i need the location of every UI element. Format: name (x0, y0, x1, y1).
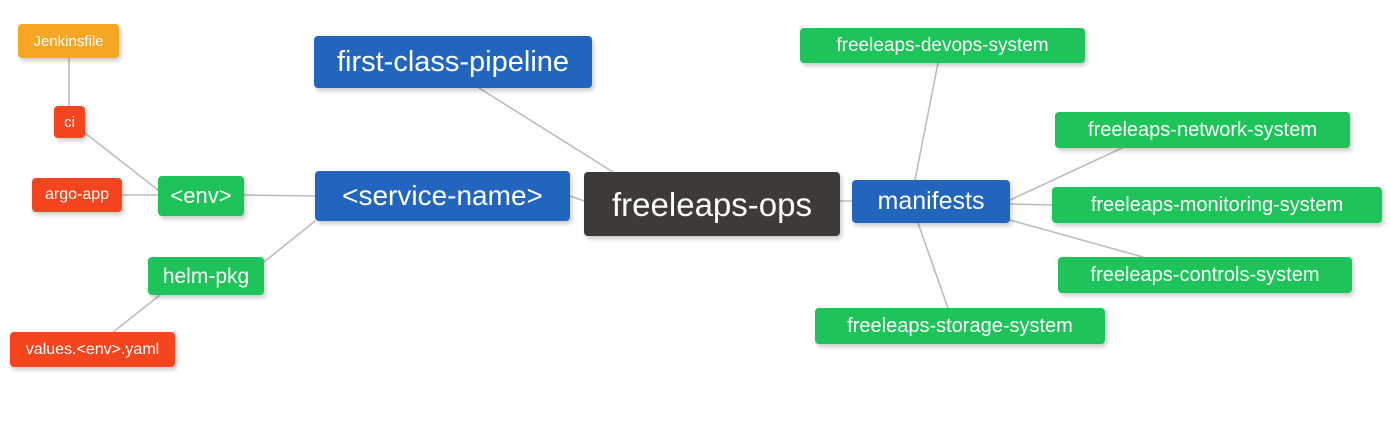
node-label-argo-app: argo-app (44, 186, 110, 203)
edge-manifests-to-freeleaps-devops-system (914, 62, 939, 181)
node-label-freeleaps-storage-system: freeleaps-storage-system (847, 315, 1073, 337)
node-label-freeleaps-ops: freeleaps-ops (612, 185, 812, 223)
node-label-values-env-yaml: values.<env>.yaml (25, 340, 160, 358)
node-freeleaps-network-system[interactable]: freeleaps-network-system (1055, 112, 1350, 148)
edge-manifests-to-freeleaps-controls-system (1009, 219, 1144, 258)
node-label-helm-pkg: helm-pkg (162, 264, 250, 288)
node-label-env: <env> (170, 183, 232, 208)
node-label-ci: ci (64, 113, 75, 131)
node-freeleaps-devops-system[interactable]: freeleaps-devops-system (800, 28, 1085, 63)
node-argo-app[interactable]: argo-app (32, 178, 122, 212)
node-first-class-pipeline[interactable]: first-class-pipeline (314, 36, 592, 88)
node-freeleaps-controls-system[interactable]: freeleaps-controls-system (1058, 257, 1352, 293)
node-manifests[interactable]: manifests (852, 180, 1010, 223)
node-env[interactable]: <env> (158, 176, 244, 216)
node-freeleaps-monitoring-system[interactable]: freeleaps-monitoring-system (1052, 187, 1382, 223)
edge-env-to-service-name (243, 194, 316, 197)
node-label-freeleaps-devops-system: freeleaps-devops-system (836, 35, 1049, 56)
node-values-env-yaml[interactable]: values.<env>.yaml (10, 332, 175, 367)
node-label-freeleaps-monitoring-system: freeleaps-monitoring-system (1090, 194, 1344, 216)
edge-manifests-to-freeleaps-storage-system (917, 222, 949, 309)
node-jenkinsfile[interactable]: Jenkinsfile (18, 24, 119, 58)
node-label-freeleaps-controls-system: freeleaps-controls-system (1090, 264, 1320, 286)
node-ci[interactable]: ci (54, 106, 85, 138)
node-label-freeleaps-network-system: freeleaps-network-system (1088, 119, 1317, 141)
edge-service-name-to-helm-pkg (263, 220, 316, 263)
node-service-name[interactable]: <service-name> (315, 171, 570, 221)
node-label-jenkinsfile: Jenkinsfile (33, 32, 104, 50)
node-freeleaps-storage-system[interactable]: freeleaps-storage-system (815, 308, 1105, 344)
edge-first-class-pipeline-to-freeleaps-ops (478, 87, 614, 173)
node-helm-pkg[interactable]: helm-pkg (148, 257, 264, 295)
node-label-service-name: <service-name> (342, 180, 543, 211)
edge-service-name-to-freeleaps-ops (569, 195, 585, 202)
edge-manifests-to-freeleaps-monitoring-system (1009, 203, 1053, 206)
node-freeleaps-ops[interactable]: freeleaps-ops (584, 172, 840, 236)
node-label-manifests: manifests (877, 187, 985, 215)
edge-helm-pkg-to-values-env-yaml (111, 294, 161, 334)
node-label-first-class-pipeline: first-class-pipeline (336, 45, 570, 78)
